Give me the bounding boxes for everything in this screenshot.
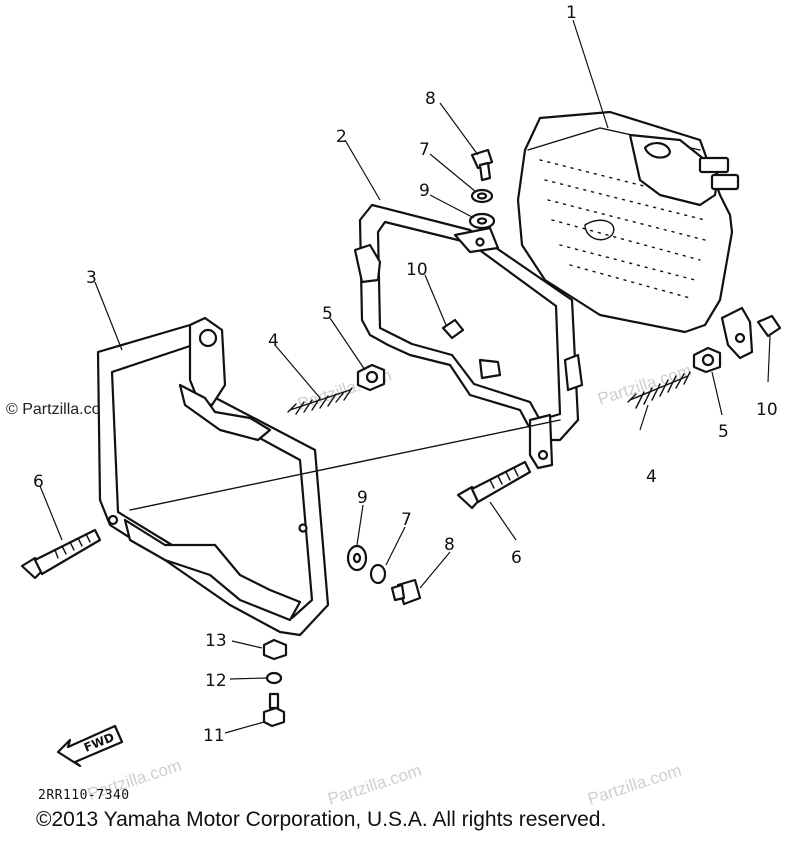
- screw-top: [470, 148, 494, 182]
- screw-bottom: [390, 578, 422, 606]
- callout-9: 9: [357, 488, 368, 508]
- headlight-unit: [516, 110, 754, 360]
- adjust-spring-left: [287, 387, 353, 415]
- outer-frame: [96, 316, 330, 637]
- callout-numbers: 1 2 3 4 4 5 5 6 6 7 7 8 8 9 9 10 10 11 1…: [33, 3, 778, 746]
- callout-5: 5: [322, 304, 333, 324]
- callout-13: 13: [205, 631, 227, 651]
- nut-13: [262, 638, 288, 661]
- nut-right: [692, 346, 722, 374]
- callout-7: 7: [401, 510, 412, 530]
- callout-1: 1: [566, 3, 577, 23]
- washer-12: [265, 671, 283, 685]
- copyright-text: ©2013 Yamaha Motor Corporation, U.S.A. A…: [36, 808, 607, 831]
- leader-lines: [39, 19, 771, 734]
- callout-6: 6: [33, 472, 44, 492]
- callout-10: 10: [406, 260, 428, 280]
- callout-12: 12: [205, 671, 227, 691]
- adjust-spring-right: [627, 371, 691, 409]
- callout-4: 4: [268, 331, 279, 351]
- adjust-screw-right: [456, 460, 532, 510]
- callout-6: 6: [511, 548, 522, 568]
- callout-8: 8: [444, 535, 455, 555]
- watermark-text: Partzilla.com: [325, 761, 423, 809]
- nut-left: [356, 363, 386, 392]
- partzilla-watermark: © Partzilla.com: [6, 401, 114, 418]
- callout-5: 5: [718, 422, 729, 442]
- plain-washer-top: [468, 212, 496, 230]
- adjust-screw-left: [20, 528, 102, 580]
- plain-washer-bottom: [346, 544, 368, 572]
- cap-right: [756, 314, 782, 338]
- callout-11: 11: [203, 726, 225, 746]
- callout-4: 4: [646, 467, 657, 487]
- callout-3: 3: [86, 268, 97, 288]
- lock-washer-top: [470, 188, 494, 204]
- diagram-code: 2RR110-7340: [38, 788, 130, 803]
- inner-bracket: [353, 203, 584, 470]
- callout-7: 7: [419, 140, 430, 160]
- callout-8: 8: [425, 89, 436, 109]
- callout-9: 9: [419, 181, 430, 201]
- screw-11: [262, 692, 286, 728]
- cap-left: [441, 318, 465, 340]
- fwd-arrow: FWD: [56, 724, 124, 768]
- callout-2: 2: [336, 127, 347, 147]
- watermark-text: Partzilla.com: [585, 761, 683, 809]
- lock-washer-bottom: [369, 563, 387, 585]
- callout-10: 10: [756, 400, 778, 420]
